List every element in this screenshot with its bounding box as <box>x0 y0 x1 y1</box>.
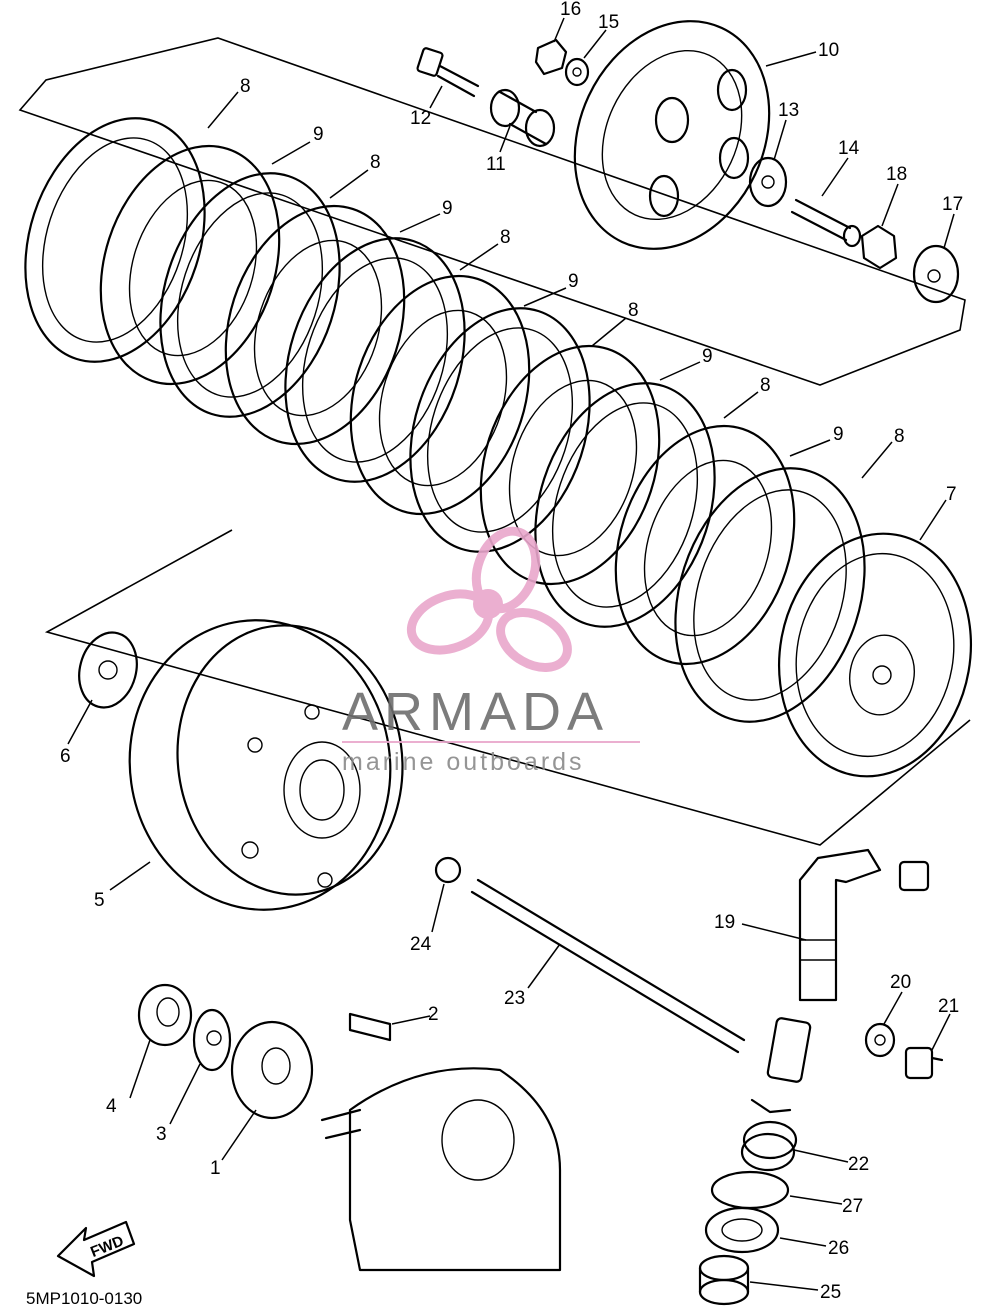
collar-4 <box>137 983 193 1047</box>
forward-arrow: FWD <box>56 1220 136 1278</box>
lock-washer-17 <box>912 244 960 304</box>
callout-9: 9 <box>313 124 324 145</box>
nut-18 <box>860 224 898 270</box>
clutch-plate-9-b <box>224 204 406 446</box>
callout-21: 21 <box>938 996 959 1017</box>
callout-17: 17 <box>942 194 963 215</box>
watermark-subtitle: marine outboards <box>342 748 585 776</box>
bearing-25 <box>698 1254 750 1306</box>
callout-8: 8 <box>760 375 771 396</box>
callout-25: 25 <box>820 1282 841 1303</box>
diagram-code: 5MP1010-0130 <box>26 1289 142 1308</box>
push-lever-shaft-19 <box>766 848 930 1083</box>
drive-gear-1 <box>230 1020 314 1120</box>
propeller-logo-icon <box>406 526 572 672</box>
circlip-27 <box>710 1170 790 1210</box>
callout-20: 20 <box>890 972 911 993</box>
leader-lines <box>67 17 955 1291</box>
friction-plate-8-e <box>534 382 716 628</box>
callout-9: 9 <box>702 346 713 367</box>
upper-frame <box>18 37 966 386</box>
callout-8: 8 <box>240 76 251 97</box>
bolt-21 <box>904 1046 944 1080</box>
armada-watermark: ARMADA marine outboards <box>342 526 640 776</box>
callout-22: 22 <box>848 1154 869 1175</box>
watermark-title: ARMADA <box>342 682 609 742</box>
callout-9: 9 <box>568 271 579 292</box>
friction-plate-8-b <box>159 172 341 418</box>
callout-3: 3 <box>156 1124 167 1145</box>
lock-washer-6 <box>78 631 138 709</box>
callout-13: 13 <box>778 100 799 121</box>
clutch-plate-9-a <box>99 144 281 386</box>
callout-10: 10 <box>818 40 839 61</box>
washer-3 <box>192 1008 232 1072</box>
callout-26: 26 <box>828 1238 849 1259</box>
washer-13 <box>748 156 788 208</box>
nut-16 <box>534 38 568 76</box>
callout-23: 23 <box>504 988 525 1009</box>
key-2 <box>348 1012 392 1042</box>
spring-22 <box>740 1098 798 1172</box>
oil-seal-26 <box>704 1206 780 1254</box>
callout-6: 6 <box>60 746 71 767</box>
callout-numbers: 8 9 8 9 8 9 8 9 8 9 8 7 10 16 15 12 11 1… <box>60 0 963 1303</box>
callout-14: 14 <box>838 138 860 159</box>
middle-frame <box>44 529 971 846</box>
spring-11 <box>489 88 556 148</box>
clutch-plate-9-c <box>349 274 531 516</box>
callout-27: 27 <box>842 1196 863 1217</box>
washer-20 <box>864 1022 896 1058</box>
callout-12: 12 <box>410 108 431 129</box>
push-rod-23 <box>470 878 746 1054</box>
callout-9: 9 <box>833 424 844 445</box>
ball-24 <box>434 856 462 884</box>
push-rod-14 <box>790 198 862 248</box>
clutch-housing-5 <box>128 619 404 911</box>
washer-15 <box>564 57 590 87</box>
clutch-boss-7 <box>777 532 973 778</box>
callout-19: 19 <box>714 912 735 933</box>
crankshaft <box>320 1067 562 1272</box>
bolt-12 <box>416 47 480 98</box>
callout-7: 7 <box>946 484 957 505</box>
callout-4: 4 <box>106 1096 117 1117</box>
friction-plate-8-a <box>24 117 206 363</box>
callout-18: 18 <box>886 164 907 185</box>
callout-11: 11 <box>486 154 506 175</box>
callout-1: 1 <box>210 1158 221 1179</box>
callout-15: 15 <box>598 12 619 33</box>
callout-24: 24 <box>410 934 432 955</box>
callout-16: 16 <box>560 0 581 20</box>
callout-5: 5 <box>94 890 105 911</box>
friction-plate-8-c <box>284 237 466 483</box>
friction-plate-8-f <box>674 467 866 723</box>
callout-2: 2 <box>428 1004 439 1025</box>
callout-8: 8 <box>628 300 639 321</box>
callout-8: 8 <box>894 426 905 447</box>
callout-9: 9 <box>442 198 453 219</box>
callout-8: 8 <box>500 227 511 248</box>
pressure-plate-10 <box>573 20 771 250</box>
callout-8: 8 <box>370 152 381 173</box>
clutch-plate-9-e <box>614 424 796 666</box>
friction-plate-8-d <box>409 307 591 553</box>
